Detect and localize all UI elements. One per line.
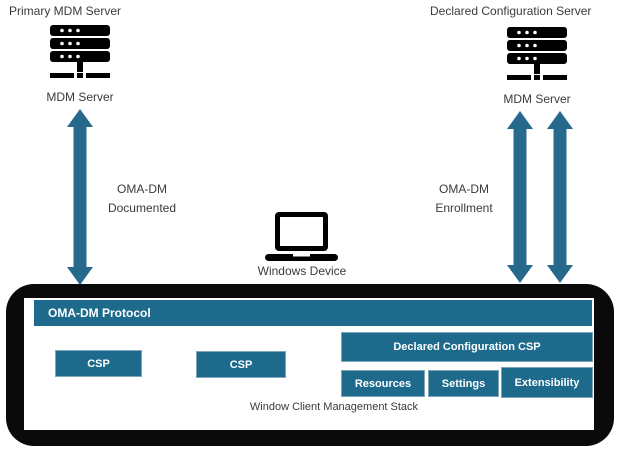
right-link-line2: Enrollment [435,200,493,215]
csp-box-2: CSP [196,351,286,378]
double-arrow-enrollment-right [547,111,573,283]
settings-box: Settings [428,370,499,397]
declared-config-server-title: Declared Configuration Server [430,4,592,18]
server-icon [50,25,110,78]
stack-caption: Window Client Management Stack [249,401,419,413]
csp-box-1: CSP [55,350,142,377]
laptop-icon [265,212,338,261]
server-icon [507,27,567,80]
left-link-label: OMA-DM Documented [82,180,202,217]
left-link-line1: OMA-DM [117,182,167,196]
left-link-line2: Documented [107,200,177,215]
double-arrow-enrollment-left [507,111,533,283]
declared-configuration-csp-box: Declared Configuration CSP [341,332,593,362]
right-link-label: OMA-DM Enrollment [404,180,524,217]
stack-panel: OMA-DM Protocol CSP CSP Declared Configu… [24,298,594,430]
resources-box: Resources [341,370,425,397]
oma-dm-protocol-bar: OMA-DM Protocol [34,300,592,326]
right-link-line1: OMA-DM [439,182,489,196]
primary-server-caption: MDM Server [46,90,114,104]
declared-config-server-caption: MDM Server [503,92,571,106]
extensibility-box: Extensibility [501,367,593,398]
device-stack-frame: OMA-DM Protocol CSP CSP Declared Configu… [6,284,614,446]
windows-device-caption: Windows Device [257,264,347,278]
double-arrow-documented [67,109,93,285]
primary-server-title: Primary MDM Server [9,4,122,18]
